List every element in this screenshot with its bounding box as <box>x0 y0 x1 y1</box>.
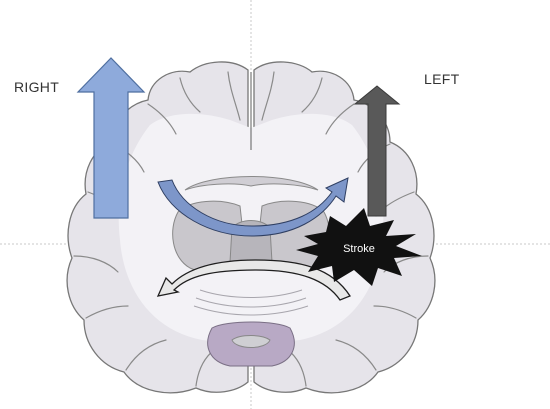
right-hemisphere-label: RIGHT <box>14 79 59 95</box>
stroke-label: Stroke <box>329 243 389 255</box>
left-hemisphere-label: LEFT <box>424 71 459 87</box>
